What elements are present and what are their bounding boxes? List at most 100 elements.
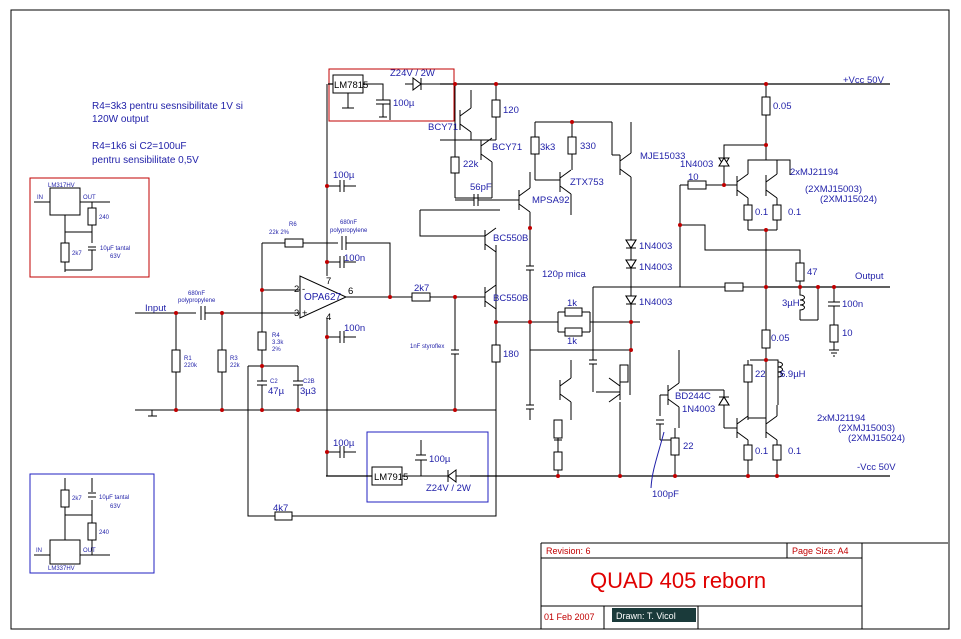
- positive-regulator-box: LM7815 Z24V / 2W 100µ: [328, 68, 455, 122]
- lm317-regulator-box: LM317HV IN OUT 240 2k7 10µF tantal 63V: [29, 177, 150, 278]
- r1-value: 220k: [184, 363, 198, 369]
- pin7-label: 7: [326, 276, 331, 287]
- l69-label: 6.9µH: [780, 369, 806, 380]
- bc550a-label: BC550B: [493, 233, 528, 244]
- c2-value: 47µ: [268, 386, 285, 397]
- r3k3-label: 3k3: [540, 142, 555, 153]
- lm337-regulator-box: 2k7 10µF tantal 63V 240 IN OUT LM337HV: [29, 473, 155, 574]
- r1k-a-label: 1k: [567, 298, 577, 309]
- r47-label: 47: [807, 267, 818, 278]
- feedback-network: R6 22k 2% 680nF polypropylene R4 3.3k 2%…: [247, 220, 497, 521]
- output-node: Output 3µH 100n 10: [766, 271, 890, 357]
- r4k7-label: 4k7: [273, 503, 288, 514]
- cap-top-label: 100µ: [393, 98, 415, 109]
- r10-drv-label: 10: [688, 172, 699, 183]
- vcc-neg-label: -Vcc 50V: [857, 462, 896, 473]
- bot-alt1-label: (2XMJ15003): [838, 423, 895, 434]
- r1-label: R1: [184, 356, 192, 362]
- lm337-cv-label: 63V: [110, 504, 121, 510]
- lm7915-label: LM7915: [374, 472, 408, 483]
- note-line1: R4=3k3 pentru sesnsibilitate 1V si: [92, 101, 243, 112]
- opamp-opa627: OPA627 2 3 7 4 6 - +: [262, 275, 395, 323]
- lm317-out-label: OUT: [83, 195, 96, 201]
- cfb-label: 680nF: [340, 220, 357, 226]
- minus-label: -: [302, 284, 305, 295]
- note-line2: 120W output: [92, 114, 149, 125]
- note-line3: R4=1k6 si C2=100uF: [92, 141, 187, 152]
- r10-out-label: 10: [842, 328, 853, 339]
- opamp-decoupling: 100µ 100n 100n 100µ: [326, 84, 365, 476]
- c100n-out-label: 100n: [842, 299, 863, 310]
- lm7815-label: LM7815: [334, 80, 368, 91]
- c120p-label: 120p mica: [542, 269, 587, 280]
- plus-label: +: [302, 308, 308, 319]
- c100n-b-label: 100n: [344, 323, 365, 334]
- input-section: Input 680nF polypropylene R1 220k R3 22k: [135, 291, 496, 417]
- zener-top-label: Z24V / 2W: [390, 68, 435, 79]
- c100u-b-label: 100µ: [333, 438, 355, 449]
- c100n-a-label: 100n: [344, 253, 365, 264]
- pin4-label: 4: [326, 312, 331, 323]
- cstyro-label: 1nF styroflex: [410, 344, 444, 350]
- bc550b-label: BC550B: [493, 293, 528, 304]
- r4-label: R4: [272, 333, 280, 339]
- re-top-label: 0.05: [773, 101, 792, 112]
- bot-alt2-label: (2XMJ15024): [848, 433, 905, 444]
- c2b-label: C2B: [303, 379, 315, 385]
- lm337-chip-label: LM337HV: [48, 566, 75, 572]
- r2k7-label: 2k7: [414, 283, 429, 294]
- lm337-r2-label: 2k7: [72, 496, 82, 502]
- ztx753-label: ZTX753: [570, 177, 604, 188]
- cin-label: 680nF: [188, 291, 205, 297]
- r22k-label: 22k: [463, 159, 479, 170]
- re-bot-label: 0.05: [771, 333, 790, 344]
- bd244c-label: BD244C: [675, 391, 711, 402]
- pin3-label: 3: [294, 308, 299, 319]
- negative-regulator-box: LM7915 100µ Z24V / 2W: [366, 431, 489, 503]
- r01a-label: 0.1: [755, 207, 768, 218]
- top-alt2-label: (2XMJ15024): [820, 194, 877, 205]
- output-stage-bottom: 0.05 22 6.9µH 1N4003 0.1 0.1 2xMJ21194 (…: [679, 287, 905, 476]
- r01c-label: 0.1: [755, 446, 768, 457]
- output-label: Output: [855, 271, 884, 282]
- top-alt1-label: (2XMJ15003): [805, 184, 862, 195]
- c100pf-pointer: [650, 431, 665, 489]
- opamp-label: OPA627: [304, 292, 341, 303]
- r01b-label: 0.1: [788, 207, 801, 218]
- cap-bot-label: 100µ: [429, 454, 451, 465]
- revision-label: Revision: 6: [546, 546, 591, 556]
- lm337-r1-label: 240: [99, 530, 110, 536]
- d2-label: 1N4003: [639, 262, 672, 273]
- d4-label: 1N4003: [680, 159, 713, 170]
- r22a-label: 22: [683, 441, 694, 452]
- r6-label: R6: [289, 222, 297, 228]
- lm317-r2-label: 2k7: [72, 251, 82, 257]
- bot-pair-label: 2xMJ21194: [817, 413, 865, 424]
- d5-label: 1N4003: [682, 404, 715, 415]
- cin-type-label: polypropylene: [178, 298, 216, 304]
- c56p-label: 56pF: [470, 182, 492, 193]
- r330-label: 330: [580, 141, 596, 152]
- c2-label: C2: [270, 379, 278, 385]
- lm317-in-label: IN: [37, 195, 43, 201]
- lm317-c-label: 10µF tantal: [100, 246, 130, 252]
- lm337-c-label: 10µF tantal: [99, 495, 129, 501]
- bcy71b-label: BCY71: [492, 142, 522, 153]
- pin6-label: 6: [348, 286, 353, 297]
- sheet-border: [10, 9, 950, 630]
- title-label: QUAD 405 reborn: [590, 568, 766, 593]
- r180-label: 180: [503, 349, 519, 360]
- c100pf-label: 100pF: [652, 489, 679, 500]
- l3-label: 3µH: [782, 298, 800, 309]
- r22b-label: 22: [755, 369, 766, 380]
- r01d-label: 0.1: [788, 446, 801, 457]
- r4-tol: 2%: [272, 347, 281, 353]
- bcy71a-label: BCY71: [428, 122, 458, 133]
- d1-label: 1N4003: [639, 241, 672, 252]
- note-line4: pentru sensibilitate 0,5V: [92, 155, 199, 166]
- date-label: 01 Feb 2007: [544, 612, 595, 622]
- c100u-a-label: 100µ: [333, 170, 355, 181]
- lm337-out-label: OUT: [83, 548, 96, 554]
- r120-label: 120: [503, 105, 519, 116]
